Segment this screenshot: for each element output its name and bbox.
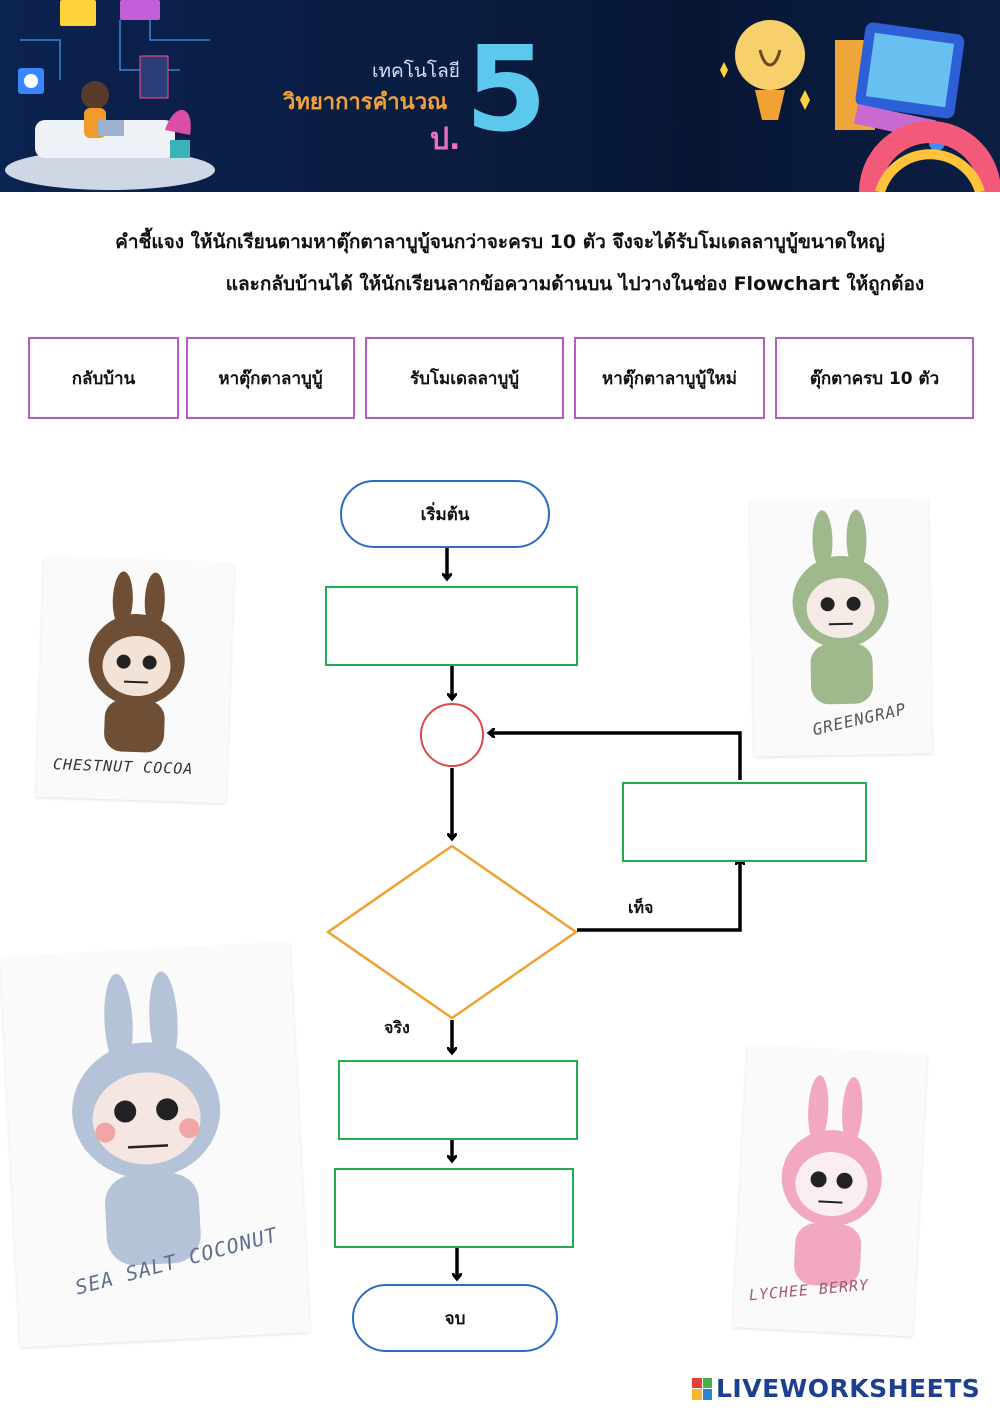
decision-diamond[interactable] [325,844,579,1020]
arrow-false-to-loop-box [577,860,740,932]
grade-prefix: ป. [430,122,461,157]
doll-blue-card: SEA SALT COCONUT [0,942,311,1348]
option-find-doll[interactable]: หาตุ๊กตาลาบูบู้ [186,337,355,419]
doll-pink-card: LYCHEE BERRY [732,1045,928,1337]
logo-badge-icon [692,1377,712,1400]
instructions: คำชี้แจง ให้นักเรียนตามหาตุ๊กตาลาบูบู้จน… [40,228,960,298]
header-banner: เทคโนโลยี วิทยาการคำนวณ ป. 5 [0,0,1000,192]
logo-text: LIVEWORKSHEETS [716,1374,981,1403]
end-terminal: จบ [352,1284,558,1352]
start-terminal: เริ่มต้น [340,480,550,548]
false-label: เท็จ [628,898,654,917]
option-go-home[interactable]: กลับบ้าน [28,337,179,419]
grade-number: 5 [465,20,548,158]
course-title: วิทยาการคำนวณ [283,90,448,115]
instructions-line-2: และกลับบ้านได้ ให้นักเรียนลากข้อความด้าน… [225,273,925,295]
connector-circle [420,703,484,767]
option-ten-dolls[interactable]: ตุ๊กตาครบ 10 ตัว [775,337,974,419]
doll-brown-image [88,571,185,753]
end-label: จบ [444,1308,466,1329]
liveworksheets-logo: LIVEWORKSHEETS [692,1374,980,1403]
start-label: เริ่มต้น [420,504,470,525]
option-find-new-doll[interactable]: หาตุ๊กตาลาบูบู้ใหม่ [574,337,765,419]
doll-brown-card: CHESTNUT COCOA [35,556,235,804]
subject-title: เทคโนโลยี [372,60,460,82]
banner-decoration [5,0,1000,192]
doll-green-card: GREENGRAP [749,498,933,757]
doll-pink-image [781,1075,882,1287]
arrow-loop-box-to-connector [490,733,742,780]
process-box-3[interactable] [338,1060,578,1140]
doll-blue-image [72,971,221,1266]
option-get-model[interactable]: รับโมเดลลาบูบู้ [365,337,564,419]
true-label: จริง [384,1018,410,1037]
instructions-line-1: คำชี้แจง ให้นักเรียนตามหาตุ๊กตาลาบูบู้จน… [115,231,885,253]
process-box-loop[interactable] [622,782,867,862]
process-box-4[interactable] [334,1168,574,1248]
process-box-1[interactable] [325,586,578,666]
doll-green-image [792,509,889,705]
